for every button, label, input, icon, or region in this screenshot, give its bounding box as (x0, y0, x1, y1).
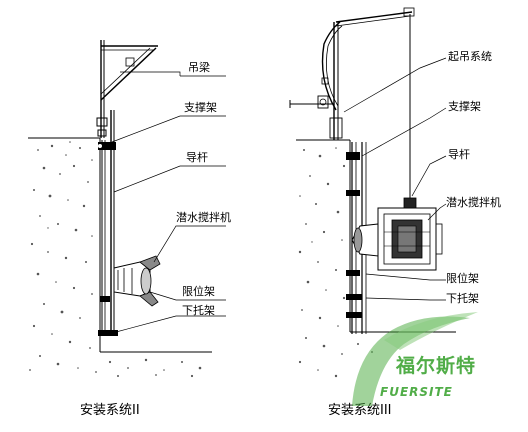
left-concrete-speckle (29, 141, 202, 378)
right-guide-rod (346, 142, 367, 334)
fuersite-watermark-logo: 福尔斯特 FUERSITE (352, 312, 478, 406)
left-mast (96, 40, 108, 138)
label-hoist-system: 起吊系统 (448, 50, 492, 63)
label-support-right: 支撑架 (448, 99, 481, 113)
label-guide-rod-right: 导杆 (448, 147, 470, 161)
left-leaders (111, 71, 226, 333)
left-support-bracket (98, 142, 116, 150)
caption-left: 安装系统II (80, 403, 140, 418)
label-mixer-left: 潜水搅拌机 (176, 210, 231, 224)
left-installation-system: 吊梁 支撑架 导杆 潜水搅拌机 限位架 下托架 安装系统II (28, 40, 231, 418)
left-limit-frame (100, 296, 110, 302)
right-concrete-speckle (298, 147, 373, 378)
logo-name-cn: 福尔斯特 (395, 354, 476, 377)
right-mixer (351, 197, 443, 271)
label-support-left: 支撑架 (184, 100, 217, 114)
label-limit-frame-right: 限位架 (446, 271, 479, 285)
right-hoist-crane (289, 7, 415, 204)
left-concrete-wall (28, 137, 212, 380)
caption-right: 安装系统III (328, 403, 392, 418)
left-hoist-beam (100, 45, 158, 101)
right-leaders (343, 57, 447, 301)
label-guide-rod-left: 导杆 (186, 150, 208, 164)
logo-name-en: FUERSITE (380, 385, 453, 399)
right-installation-system: 起吊系统 支撑架 导杆 潜水搅拌机 限位架 下托架 安装系统III (289, 7, 501, 418)
label-mixer-right: 潜水搅拌机 (446, 195, 501, 209)
label-lower-bracket-left: 下托架 (182, 303, 215, 317)
label-beam: 吊梁 (188, 60, 210, 74)
logo-leaf-icon (352, 316, 470, 406)
label-lower-bracket-right: 下托架 (446, 291, 479, 305)
label-limit-frame-left: 限位架 (182, 284, 215, 298)
left-mixer (113, 255, 161, 307)
left-lower-bracket (98, 330, 118, 352)
